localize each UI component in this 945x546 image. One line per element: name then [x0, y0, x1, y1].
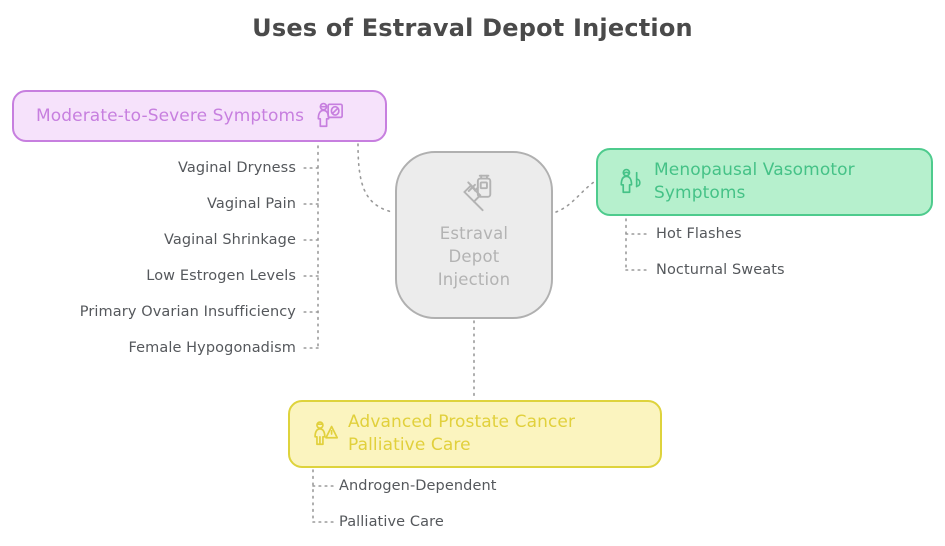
- branch-label-moderate-to-severe-symptoms: Moderate-to-Severe Symptoms: [36, 105, 305, 126]
- syringe-vial-icon: [451, 169, 497, 215]
- page-title: Uses of Estraval Depot Injection: [252, 14, 693, 42]
- leaf-female-hypogonadism: Female Hypogonadism: [128, 340, 296, 356]
- leaf-vaginal-pain: Vaginal Pain: [206, 196, 296, 212]
- person-thermometer-icon: [618, 167, 646, 197]
- connector-center-to-green: [555, 181, 595, 213]
- branch-label-advanced-prostate-cancer-palliative-care: Advanced Prostate Cancer Palliative Care: [348, 412, 576, 455]
- leaf-primary-ovarian-insufficiency: Primary Ovarian Insufficiency: [79, 304, 296, 320]
- person-caution-icon: [312, 419, 340, 449]
- center-node[interactable]: Estraval Depot Injection: [395, 151, 553, 319]
- leaf-androgen-dependent: Androgen-Dependent: [339, 478, 497, 494]
- leaf-vaginal-dryness: Vaginal Dryness: [177, 160, 296, 176]
- center-label-line-3: Injection: [437, 269, 511, 289]
- branch-box-moderate-to-severe-symptoms[interactable]: Moderate-to-Severe Symptoms: [12, 90, 387, 142]
- leaf-nocturnal-sweats: Nocturnal Sweats: [656, 262, 785, 278]
- center-label-line-1: Estraval: [439, 224, 509, 243]
- leaf-palliative-care: Palliative Care: [339, 514, 444, 530]
- branch-label-menopausal-vasomotor-symptoms: Menopausal Vasomotor Symptoms: [654, 160, 855, 203]
- branch-box-menopausal-vasomotor-symptoms[interactable]: Menopausal Vasomotor Symptoms: [596, 148, 933, 216]
- person-screen-icon: [316, 101, 344, 131]
- leaf-vaginal-shrinkage: Vaginal Shrinkage: [163, 232, 296, 248]
- center-node-label: Estraval Depot Injection: [438, 223, 511, 291]
- leaf-hot-flashes: Hot Flashes: [656, 226, 742, 242]
- branch-box-advanced-prostate-cancer-palliative-care[interactable]: Advanced Prostate Cancer Palliative Care: [288, 400, 662, 468]
- connector-purple-to-center: [357, 143, 393, 213]
- leaf-low-estrogen-levels: Low Estrogen Levels: [146, 268, 296, 284]
- center-label-line-2: Depot: [448, 246, 500, 266]
